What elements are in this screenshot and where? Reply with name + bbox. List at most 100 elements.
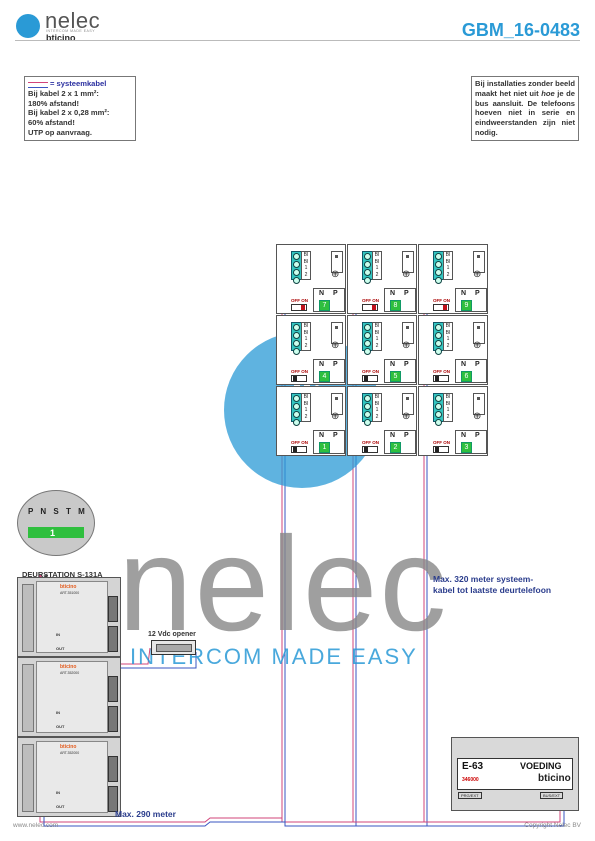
switch-label: OFF ON: [291, 369, 308, 374]
module-out-label: OUT: [56, 646, 65, 651]
module-ref: ART.351000: [60, 591, 80, 595]
terminal-label: 2: [304, 343, 308, 350]
terminal-label: 1: [446, 407, 450, 414]
terminal-label: BI: [445, 258, 451, 265]
door-opener: [151, 640, 196, 655]
handset-icon: [331, 251, 343, 273]
door-release-icon: ⊕: [331, 411, 340, 422]
module-ref: ART.352000: [60, 671, 80, 675]
handset-icon: [331, 322, 343, 344]
terminal-label: 1: [446, 336, 450, 343]
n-label: N: [461, 290, 467, 297]
module-brand: bticino: [60, 584, 77, 590]
psu-label-panel: E-63 VOEDING 346000 bticino: [457, 758, 573, 790]
door-release-icon: ⊕: [402, 411, 411, 422]
dip-switch[interactable]: [291, 304, 307, 311]
terminal-block: [433, 251, 444, 284]
dip-switch[interactable]: [433, 375, 449, 382]
n-label: N: [390, 290, 396, 297]
terminal-label: BI: [374, 252, 380, 258]
terminal-label: BI: [303, 258, 309, 265]
phone-number: 3: [461, 442, 472, 453]
cable-note-line: 180% afstand!: [28, 98, 80, 108]
p-label: P: [475, 432, 480, 439]
cable-note-line: Bij kabel 2 x 1 mm²:: [28, 88, 99, 98]
document-id: GBM_16-0483: [461, 20, 580, 40]
module-out-label: OUT: [56, 724, 65, 729]
module-in-label: IN: [56, 632, 60, 637]
psu-model: E-63: [462, 761, 484, 772]
phone-number: 8: [390, 300, 401, 311]
switch-label: OFF ON: [362, 298, 379, 303]
dip-switch[interactable]: [433, 304, 449, 311]
module-clip: [108, 706, 118, 732]
terminal-label: BI: [374, 258, 380, 265]
phone-number: 5: [390, 371, 401, 382]
footer-copyright: Copyright Nelec BV: [524, 822, 581, 829]
terminal-label: 1: [304, 336, 308, 343]
max-320-line-1: Max. 320 meter systeem-: [433, 574, 534, 584]
terminal-label: BI: [445, 252, 451, 258]
brand-tagline: INTERCOM MADE EASY: [46, 29, 96, 33]
terminal-label: 2: [375, 343, 379, 350]
zoom-address-number: 1: [50, 528, 56, 538]
terminal-label: BI: [303, 394, 309, 400]
terminal-label: BI: [374, 394, 380, 400]
phone-number: 6: [461, 371, 472, 382]
max-290-annotation: Max. 290 meter: [115, 809, 176, 819]
switch-label: OFF ON: [433, 298, 450, 303]
dip-switch[interactable]: [291, 375, 307, 382]
module-side-rail: [22, 664, 34, 732]
brand-logo-text: nelec: [45, 8, 101, 33]
power-supply: E-63 VOEDING 346000 bticino PRG/EXT BUS/…: [451, 737, 579, 811]
terminal-block: [291, 393, 302, 426]
dip-switch[interactable]: [362, 375, 378, 382]
dip-switch[interactable]: [362, 304, 378, 311]
module-board: [36, 741, 108, 813]
footer-url[interactable]: www.nelec.com: [13, 822, 59, 829]
dip-switch[interactable]: [433, 446, 449, 453]
door-station-title: DEURSTATION S-131A: [22, 570, 103, 579]
cable-note-title: = systeemkabel: [28, 79, 132, 89]
module-clip: [108, 596, 118, 622]
dip-switch[interactable]: [362, 446, 378, 453]
terminal-label: BI: [445, 400, 451, 407]
cable-note-line: 60% afstand!: [28, 118, 75, 128]
phone-number: 4: [319, 371, 330, 382]
terminal-label: BI: [303, 252, 309, 258]
handset-icon: [473, 251, 485, 273]
nelec-logo-icon: [16, 14, 40, 38]
switch-label: OFF ON: [291, 298, 308, 303]
handset-icon: [473, 393, 485, 415]
cable-note-line: Bij kabel 2 x 0,28 mm²:: [28, 108, 110, 118]
cable-note: = systeemkabel Bij kabel 2 x 1 mm²: 180%…: [24, 76, 136, 141]
n-label: N: [390, 361, 396, 368]
module-board: [36, 581, 108, 653]
module-side-rail: [22, 744, 34, 812]
terminal-label: BI: [445, 329, 451, 336]
terminal-label: 2: [446, 343, 450, 350]
switch-label: OFF ON: [362, 369, 379, 374]
terminal-label: 1: [375, 407, 379, 414]
install-note-emphasis: hoe: [541, 88, 555, 98]
n-label: N: [319, 361, 325, 368]
module-clip: [108, 676, 118, 702]
terminal-label: 1: [304, 407, 308, 414]
header-divider: [15, 40, 580, 41]
dip-switch[interactable]: [291, 446, 307, 453]
door-release-icon: ⊕: [402, 269, 411, 280]
install-note-text-b: je de bus aansluit. De telefoons hoeven …: [475, 88, 575, 137]
